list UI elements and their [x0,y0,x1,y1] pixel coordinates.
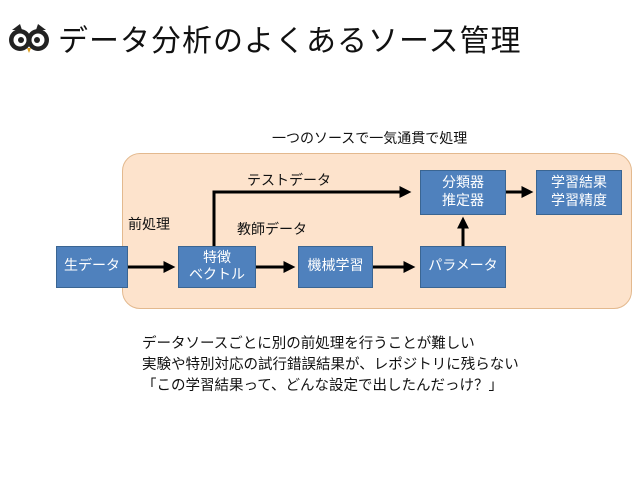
edge-label-test-data: テストデータ [247,173,331,189]
node-results: 学習結果学習精度 [536,170,622,215]
edge-label-preprocess: 前処理 [128,217,170,233]
node-parameters: パラメータ [420,246,506,288]
node-results-label: 学習結果学習精度 [551,175,607,209]
node-classifier-label: 分類器推定器 [442,175,484,209]
node-classifier: 分類器推定器 [420,170,506,215]
node-machine-learning-label: 機械学習 [307,258,364,275]
node-feature-vector-label: 特徴ベクトル [189,249,245,284]
node-raw-data-label: 生データ [64,258,120,275]
banner-label: 一つのソースで一気通貫で処理 [272,131,468,147]
note-item: 実験や特別対応の試行錯誤結果が、レポジトリに残らない [142,357,519,373]
node-machine-learning: 機械学習 [298,246,373,288]
owl-eyes-icon [9,24,49,53]
notes-list: データソースごとに別の前処理を行うことが難しい 実験や特別対応の試行錯誤結果が、… [142,334,519,397]
node-parameters-label: パラメータ [428,258,498,275]
node-raw-data: 生データ [56,246,128,288]
arrow-feature-to-classifier [212,186,412,246]
note-item: データソースごとに別の前処理を行うことが難しい [142,336,475,352]
edge-label-teacher-data: 教師データ [237,222,307,238]
note-item: 「この学習結果って、どんな設定で出したんだっけ？」 [142,378,504,394]
page-title: データ分析のよくあるソース管理 [58,24,522,59]
title-area: データ分析のよくあるソース管理 [8,10,522,66]
node-feature-vector: 特徴ベクトル [178,246,256,288]
